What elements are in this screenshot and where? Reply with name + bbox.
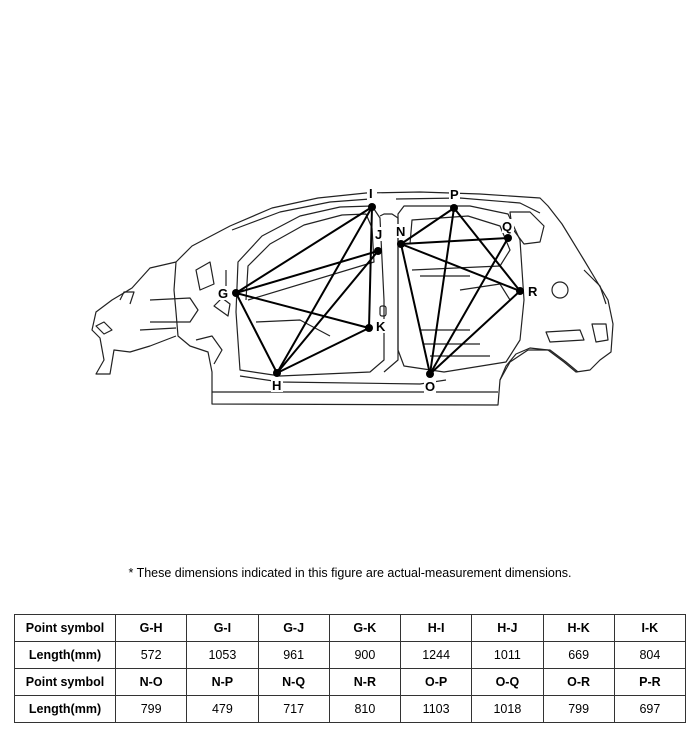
point-symbol-cell: O-P — [399, 668, 473, 696]
point-symbol-cell: G-I — [186, 614, 259, 642]
label-k: K — [376, 319, 386, 334]
point-symbol-cell: I-K — [613, 614, 687, 642]
line-h-i — [276, 206, 373, 374]
length-cell: 961 — [257, 641, 330, 669]
length-cell: 572 — [114, 641, 188, 669]
point-symbol-cell: H-I — [399, 614, 473, 642]
label-i: I — [369, 186, 373, 201]
row-label: Length(mm) — [14, 641, 116, 669]
point-symbol-cell: N-Q — [257, 668, 330, 696]
label-r: R — [528, 284, 538, 299]
body-side-dimension-diagram: G H I J K N O P Q R — [91, 186, 614, 406]
length-cell: 717 — [257, 695, 330, 723]
length-cell: 697 — [613, 695, 687, 723]
point-j — [374, 247, 382, 255]
point-symbol-cell: H-J — [471, 614, 544, 642]
point-n — [397, 240, 405, 248]
point-labels: G H I J K N O P Q R — [218, 186, 539, 394]
line-n-p — [400, 207, 455, 245]
point-symbol-cell: G-J — [257, 614, 330, 642]
length-cell: 799 — [542, 695, 615, 723]
point-r — [516, 287, 524, 295]
length-cell: 900 — [328, 641, 402, 669]
length-cell: 810 — [328, 695, 402, 723]
length-cell: 1244 — [399, 641, 473, 669]
line-o-r — [429, 290, 521, 375]
point-symbol-cell: N-O — [114, 668, 188, 696]
line-g-j — [235, 250, 379, 294]
label-o: O — [425, 379, 435, 394]
point-symbol-cell: O-Q — [471, 668, 544, 696]
measurement-lines — [235, 206, 521, 375]
line-g-i — [235, 206, 373, 294]
length-cell: 479 — [186, 695, 259, 723]
point-symbol-cell: H-K — [542, 614, 615, 642]
line-g-h — [235, 292, 278, 374]
line-o-q — [429, 237, 509, 375]
point-g — [232, 289, 240, 297]
line-i-k — [368, 206, 373, 329]
length-cell: 1053 — [186, 641, 259, 669]
line-o-p — [429, 207, 455, 375]
line-n-o — [400, 243, 431, 375]
length-cell: 669 — [542, 641, 615, 669]
point-symbol-cell: P-R — [613, 668, 687, 696]
point-symbol-cell: N-P — [186, 668, 259, 696]
label-n: N — [396, 224, 405, 239]
line-h-k — [276, 327, 370, 374]
line-h-j — [276, 250, 379, 374]
point-q — [504, 234, 512, 242]
row-label: Length(mm) — [14, 695, 116, 723]
point-h — [273, 369, 281, 377]
label-j: J — [375, 227, 382, 242]
line-n-r — [400, 243, 521, 292]
line-g-k — [235, 292, 370, 329]
point-symbol-cell: G-K — [328, 614, 402, 642]
measurement-note: * These dimensions indicated in this fig… — [128, 566, 572, 580]
length-cell: 1018 — [471, 695, 544, 723]
point-o — [426, 370, 434, 378]
label-q: Q — [502, 219, 512, 234]
label-g: G — [218, 286, 228, 301]
row-label: Point symbol — [14, 668, 116, 696]
point-p — [450, 204, 458, 212]
point-symbol-cell: O-R — [542, 668, 615, 696]
point-i — [368, 203, 376, 211]
body-outline — [91, 191, 614, 406]
point-k — [365, 324, 373, 332]
label-h: H — [272, 378, 281, 393]
point-symbol-cell: N-R — [328, 668, 402, 696]
measurement-points — [232, 203, 524, 378]
length-cell: 799 — [114, 695, 188, 723]
length-cell: 1103 — [399, 695, 473, 723]
length-cell: 1011 — [471, 641, 544, 669]
point-symbol-cell: G-H — [114, 614, 188, 642]
line-n-q — [400, 237, 509, 245]
label-p: P — [450, 187, 459, 202]
length-cell: 804 — [613, 641, 687, 669]
row-label: Point symbol — [14, 614, 116, 642]
line-p-r — [453, 207, 521, 292]
car-body-side-drawing: G H I J K N O P Q R — [91, 186, 614, 406]
